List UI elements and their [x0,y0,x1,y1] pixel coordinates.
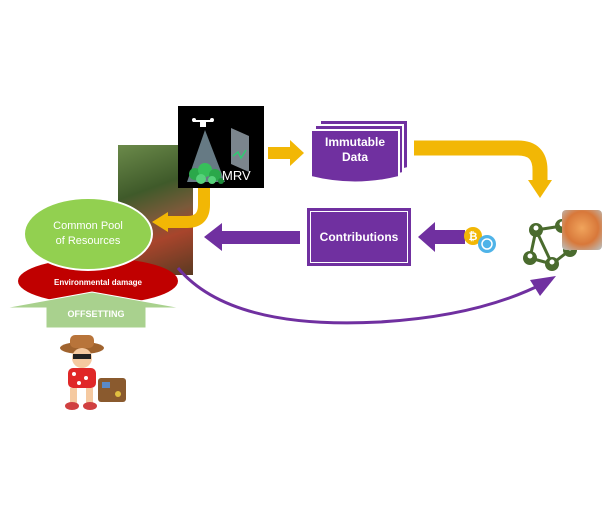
contributions-label: Contributions [319,230,399,244]
arrow-contributions-to-pool [204,223,300,251]
tourist-icon [60,335,126,410]
offsetting-arrow [3,291,183,329]
arrow-pool-to-network [176,267,545,325]
contributions-box [307,208,411,266]
immutable-data-label: Immutable Data [324,135,385,164]
immutable-data-stack [310,119,409,184]
common-pool-ellipse [23,197,153,271]
svg-text:₿: ₿ [469,231,478,243]
offsetting-label: OFFSETTING [67,309,125,319]
arrow-network-to-contributions [418,222,465,252]
mrv-panel: MRV [178,106,264,188]
arrow-mrv-to-data [268,140,304,166]
forest-scan-icon [187,128,249,184]
mrv-label: MRV [222,168,251,183]
avatar-photo [562,210,602,250]
drone-icon [192,118,214,127]
environmental-damage-label: Environmental damage [53,278,143,287]
common-pool-label: Common Pool of Resources [53,220,123,247]
arrow-mrv-to-pool [167,188,210,228]
arrow-data-to-network [414,140,548,180]
token-coin-icon: ₿ [464,227,496,253]
